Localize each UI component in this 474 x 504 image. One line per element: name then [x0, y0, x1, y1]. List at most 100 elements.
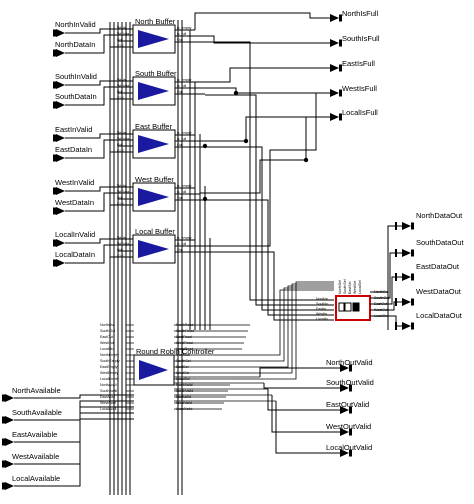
- buffer-title: North Buffer: [135, 17, 176, 26]
- buffer-title: West Buffer: [135, 175, 174, 184]
- crossbar-switch-icon: [338, 302, 345, 312]
- wire: [259, 367, 340, 377]
- data-out-0-port-arrow: [402, 222, 411, 230]
- out-valid-label: WestOutValid: [326, 422, 372, 431]
- buffer-port-label: WrVal: [117, 131, 127, 135]
- data-in-4-port-bar: [53, 259, 56, 267]
- in-valid-2-port-bar: [53, 134, 56, 142]
- router-in-port-label: SouthAvail: [100, 389, 118, 393]
- buffer-triangle-icon: [138, 240, 169, 258]
- buffer-port-label: is_empty: [177, 131, 192, 135]
- is-full-2-port-bar: [339, 64, 342, 72]
- router-out-port-label: SouthSel: [176, 359, 191, 363]
- buffer-port-label: Rd: [117, 90, 122, 94]
- available-4-port-bar: [2, 482, 5, 490]
- wire: [65, 80, 133, 86]
- buffer-title: South Buffer: [135, 69, 177, 78]
- wire: [65, 133, 133, 139]
- crossbar-switch-icon: [352, 302, 360, 312]
- available-3-port-bar: [2, 460, 5, 468]
- data-out-3-port-arrow: [402, 298, 411, 306]
- wire: [200, 93, 317, 247]
- in-valid-label: NorthInValid: [55, 20, 96, 29]
- data-out-2-port-bar: [411, 273, 414, 281]
- available-label: WestAvailable: [12, 452, 60, 461]
- junction-dot: [233, 90, 239, 96]
- crossbar-sel-label: LocalSel: [358, 280, 362, 294]
- buffer-triangle-icon: [138, 135, 169, 153]
- is-full-label: EastIsFull: [342, 59, 375, 68]
- out-valid-2-port-arrow: [340, 406, 349, 414]
- junction-dot: [303, 157, 309, 163]
- available-label: NorthAvailable: [12, 386, 61, 395]
- wire: [370, 301, 402, 311]
- crossbar-out-label: NorthOut: [374, 290, 389, 294]
- available-2-port-arrow: [5, 438, 14, 446]
- wire: [194, 12, 330, 30]
- wire: [263, 383, 340, 389]
- is-full-4-port-arrow: [330, 113, 339, 121]
- buffer-port-label: is_full: [177, 242, 187, 246]
- out-valid-3-port-arrow: [340, 428, 349, 436]
- buffer-triangle-icon: [138, 30, 169, 48]
- crossbar-sel-label: SouthSel: [343, 279, 347, 294]
- buffer-port-label: Out: [177, 248, 183, 252]
- in-valid-4-port-arrow: [56, 239, 65, 247]
- available-label: LocalAvailable: [12, 474, 61, 483]
- wire: [271, 395, 340, 433]
- is-full-0-port-bar: [339, 14, 342, 22]
- available-1-port-bar: [2, 416, 5, 424]
- wire: [267, 389, 340, 411]
- available-4-port-arrow: [5, 482, 14, 490]
- router-in-port-label: SouthOut: [100, 329, 116, 333]
- out-valid-4-port-bar: [349, 449, 352, 457]
- out-valid-label: LocalOutValid: [326, 443, 373, 452]
- crossbar-sel-label: EastSel: [348, 281, 352, 294]
- data-out-4-port-bar: [411, 322, 414, 330]
- router-in-port-label: EastEmpty: [100, 365, 118, 369]
- data-in-1-port-arrow: [56, 101, 65, 109]
- router-out-port-label: LocalRead: [176, 347, 194, 351]
- data-in-label: SouthDataIn: [55, 92, 97, 101]
- available-label: SouthAvailable: [12, 408, 62, 417]
- out-valid-0-port-bar: [349, 364, 352, 372]
- wire: [65, 86, 133, 106]
- out-valid-2-port-bar: [349, 406, 352, 414]
- buffer-port-label: is_full: [177, 137, 187, 141]
- data-in-0-port-bar: [53, 49, 56, 57]
- buffer-port-label: is_full: [177, 84, 187, 88]
- wire: [65, 28, 133, 34]
- router-in-port-label: WestOut: [100, 341, 114, 345]
- is-full-label: LocalIsFull: [342, 108, 378, 117]
- wire: [65, 34, 133, 54]
- buffer-port-label: Rd: [117, 196, 122, 200]
- is-full-0-port-arrow: [330, 14, 339, 22]
- buffer-port-label: Rd: [117, 38, 122, 42]
- data-in-3-port-bar: [53, 207, 56, 215]
- router-out-port-label: WestValid: [176, 401, 192, 405]
- is-full-2-port-arrow: [330, 64, 339, 72]
- data-in-label: WestDataIn: [55, 198, 95, 207]
- data-in-3-port-arrow: [56, 207, 65, 215]
- router-in-port-label: LocalOut: [100, 347, 115, 351]
- data-out-4-port-arrow: [402, 322, 411, 330]
- in-valid-1-port-bar: [53, 81, 56, 89]
- available-1-port-arrow: [5, 416, 14, 424]
- buffer-port-label: is_empty: [177, 26, 192, 30]
- crossbar-out-label: SouthOut: [374, 296, 390, 300]
- router-in-port-label: LocalAvail: [100, 407, 117, 411]
- junction-dot: [202, 143, 208, 149]
- out-valid-label: EastOutValid: [326, 400, 370, 409]
- buffer-port-label: Out: [177, 90, 183, 94]
- wire: [65, 186, 133, 192]
- router-in-port-label: SouthEmpty: [100, 359, 120, 363]
- crossbar-in-label: WestIn: [316, 312, 328, 316]
- buffer-port-label: Rd: [117, 143, 122, 147]
- in-valid-1-port-arrow: [56, 81, 65, 89]
- wire: [236, 285, 334, 368]
- crossbar-sel-label: WestSel: [353, 280, 357, 294]
- wire: [370, 225, 402, 293]
- wire: [65, 192, 133, 212]
- buffer-title: Local Buffer: [135, 227, 175, 236]
